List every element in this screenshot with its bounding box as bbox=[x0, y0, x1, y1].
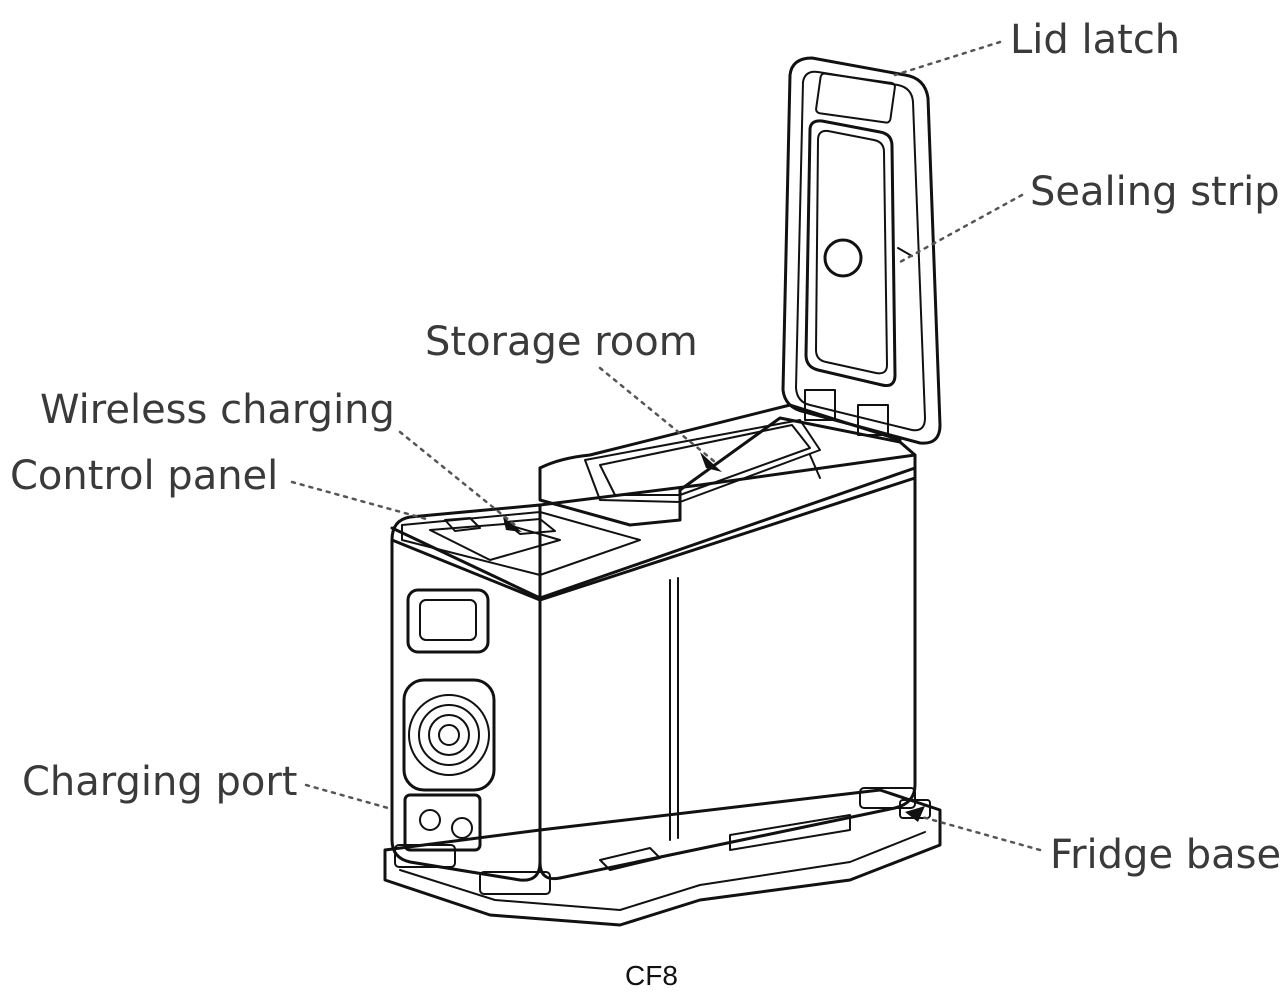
leader-storage-room bbox=[598, 366, 717, 464]
leader-fridge-base bbox=[913, 813, 1042, 852]
fridge-base-plate bbox=[383, 787, 942, 927]
label-control-panel: Control panel bbox=[10, 453, 279, 499]
side-handle bbox=[406, 588, 490, 654]
fridge-body bbox=[390, 403, 917, 882]
fan-grille bbox=[402, 678, 496, 792]
label-wireless-charging: Wireless charging bbox=[40, 387, 395, 433]
charging-port-panel bbox=[403, 793, 482, 852]
open-lid bbox=[781, 56, 942, 445]
arrow-storage-room bbox=[700, 452, 722, 472]
label-charging-port: Charging port bbox=[22, 759, 298, 805]
leader-wireless-charging bbox=[398, 430, 517, 527]
label-sealing-strip: Sealing strip bbox=[1030, 169, 1280, 215]
model-caption: CF8 bbox=[625, 960, 678, 991]
label-lid-latch: Lid latch bbox=[1010, 17, 1181, 63]
label-storage-room: Storage room bbox=[425, 319, 698, 365]
leader-control-panel bbox=[290, 480, 432, 522]
leader-sealing-strip bbox=[898, 193, 1024, 264]
label-fridge-base: Fridge base bbox=[1050, 832, 1282, 878]
arrow-wireless-charging bbox=[503, 517, 522, 532]
arrow-fridge-base bbox=[905, 806, 925, 822]
leader-lid-latch bbox=[893, 40, 1002, 77]
leader-charging-port bbox=[304, 783, 390, 810]
